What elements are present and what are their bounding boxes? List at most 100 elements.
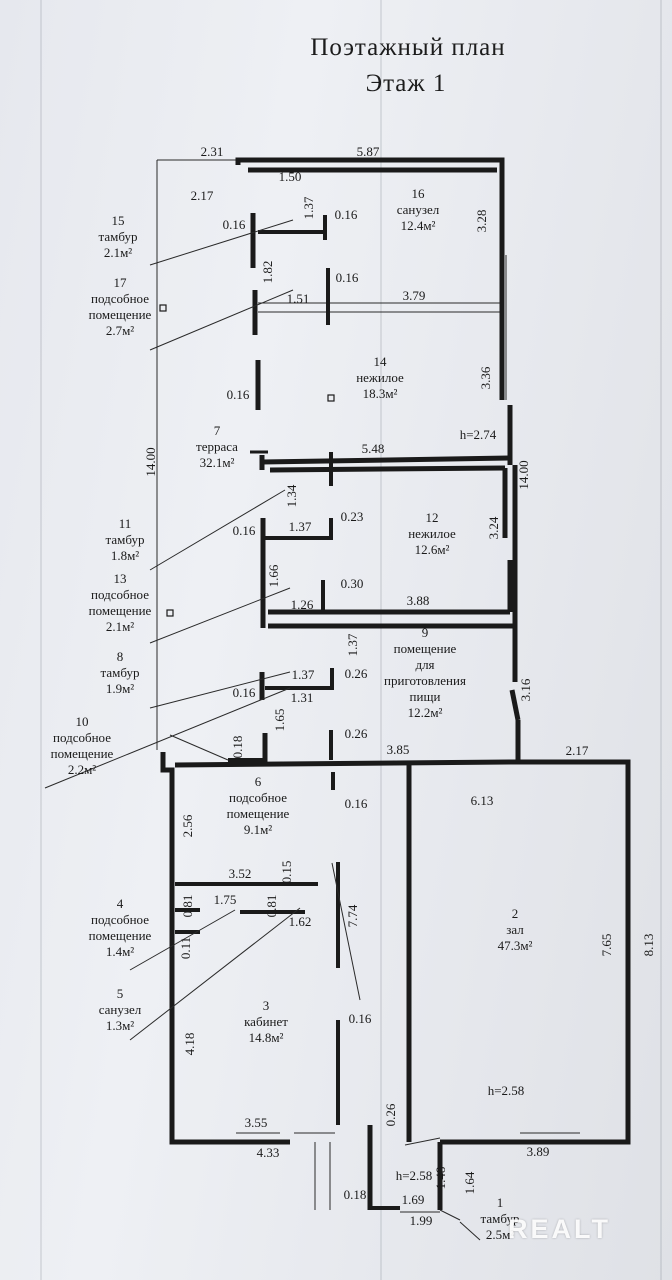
dimension-label: 7.65: [599, 934, 614, 957]
dimension-label: 5.48: [362, 441, 385, 456]
dimension-label: 0.16: [335, 207, 358, 222]
room-area: 12.2м²: [408, 705, 443, 720]
room-number: 7: [214, 423, 221, 438]
room-name: зал: [506, 922, 524, 937]
room-area: 2.1м²: [106, 619, 134, 634]
dimension-label: 0.26: [383, 1103, 398, 1126]
dimension-label: 6.13: [471, 793, 494, 808]
dimension-label: 0.16: [349, 1011, 372, 1026]
dimension-label: 3.55: [245, 1115, 268, 1130]
plan-title: Поэтажный план: [310, 34, 506, 61]
room-area: 2.1м²: [104, 245, 132, 260]
room-number: 3: [263, 998, 270, 1013]
room-name: подсобное: [91, 587, 149, 602]
dimension-label: 4.33: [257, 1145, 280, 1160]
dimension-label: 1.48: [433, 1167, 448, 1190]
dimension-label: 1.65: [272, 709, 287, 732]
dimension-label: 1.51: [287, 291, 310, 306]
dimension-label: 0.11: [178, 937, 193, 959]
dimension-label: 0.18: [230, 736, 245, 759]
room-name: подсобное: [91, 291, 149, 306]
room-number: 6: [255, 774, 262, 789]
room-name: тамбур: [99, 229, 138, 244]
dimension-label: 1.62: [289, 914, 312, 929]
dimension-label: 1.37: [289, 519, 312, 534]
room-area: 1.8м²: [111, 548, 139, 563]
room-name: для: [415, 657, 434, 672]
plan-walls: [44, 157, 631, 1241]
room-area: 12.6м²: [415, 542, 450, 557]
dimension-label: 1.37: [292, 667, 315, 682]
room-number: 8: [117, 649, 124, 664]
dimension-label: 0.26: [345, 666, 368, 681]
room-number: 12: [426, 510, 439, 525]
dimension-label: 1.75: [214, 892, 237, 907]
dimension-label: 3.89: [527, 1144, 550, 1159]
room-number: 4: [117, 896, 124, 911]
dimension-label: 1.37: [301, 196, 316, 219]
dimension-label: 1.99: [410, 1213, 433, 1228]
room-name: приготовления: [384, 673, 466, 688]
room-number: 11: [119, 516, 132, 531]
dimension-label: 1.69: [402, 1192, 425, 1207]
room-name: помещение: [89, 928, 152, 943]
dimension-label: 0.16: [233, 685, 256, 700]
room-name: помещение: [227, 806, 290, 821]
dimension-label: 3.85: [387, 742, 410, 757]
dimension-label: h=2.58: [488, 1083, 525, 1098]
dimension-label: 1.31: [291, 690, 314, 705]
room-area: 32.1м²: [200, 455, 235, 470]
dimension-label: 1.66: [266, 564, 281, 587]
room-name: помещение: [51, 746, 114, 761]
room-name: помещение: [89, 307, 152, 322]
floor-label: Этаж 1: [365, 70, 447, 97]
room-name: тамбур: [101, 665, 140, 680]
realt-watermark: REALT: [508, 1214, 611, 1244]
dimension-label: 3.52: [229, 866, 252, 881]
room-area: 2.5м²: [486, 1227, 514, 1242]
dimension-label: 1.34: [284, 484, 299, 507]
room-name: подсобное: [229, 790, 287, 805]
room-area: 1.9м²: [106, 681, 134, 696]
paper-fold: [660, 0, 662, 1280]
dimension-label: 3.16: [518, 678, 533, 701]
room-name: терраса: [196, 439, 238, 454]
room-name: санузел: [397, 202, 440, 217]
dimension-label: 14.00: [516, 460, 531, 489]
room-name: подсобное: [53, 730, 111, 745]
dimension-label: h=2.58: [396, 1168, 433, 1183]
dimension-label: 1.50: [279, 169, 302, 184]
room-area: 2.2м²: [68, 762, 96, 777]
dimension-label: 0.81: [264, 895, 279, 918]
dimension-label: 0.23: [341, 509, 364, 524]
room-name: кабинет: [244, 1014, 288, 1029]
dimension-label: 3.24: [486, 516, 501, 539]
dimension-label: 3.36: [478, 366, 493, 389]
room-number: 5: [117, 986, 124, 1001]
room-number: 10: [76, 714, 89, 729]
dimension-label: 2.17: [566, 743, 589, 758]
room-labels: 1тамбур2.5м²2зал47.3м²3кабинет14.8м²4под…: [51, 186, 533, 1242]
room-name: пищи: [410, 689, 441, 704]
paper-fold: [40, 0, 42, 1280]
room-number: 1: [497, 1195, 504, 1210]
paper-fold: [380, 0, 382, 1280]
dimension-label: 1.64: [462, 1171, 477, 1194]
dimension-label: 5.87: [357, 144, 380, 159]
dimension-label: 0.16: [223, 217, 246, 232]
room-number: 13: [114, 571, 127, 586]
dimension-label: 14.00: [143, 447, 158, 476]
dimension-label: 4.18: [182, 1033, 197, 1056]
dimension-label: 0.81: [180, 895, 195, 918]
dimension-label: 7.74: [345, 904, 360, 927]
room-name: нежилое: [408, 526, 456, 541]
room-area: 14.8м²: [249, 1030, 284, 1045]
room-number: 2: [512, 906, 519, 921]
room-name: помещение: [394, 641, 457, 656]
room-area: 18.3м²: [363, 386, 398, 401]
dimension-label: 0.16: [345, 796, 368, 811]
dimension-label: 0.16: [336, 270, 359, 285]
room-area: 2.7м²: [106, 323, 134, 338]
